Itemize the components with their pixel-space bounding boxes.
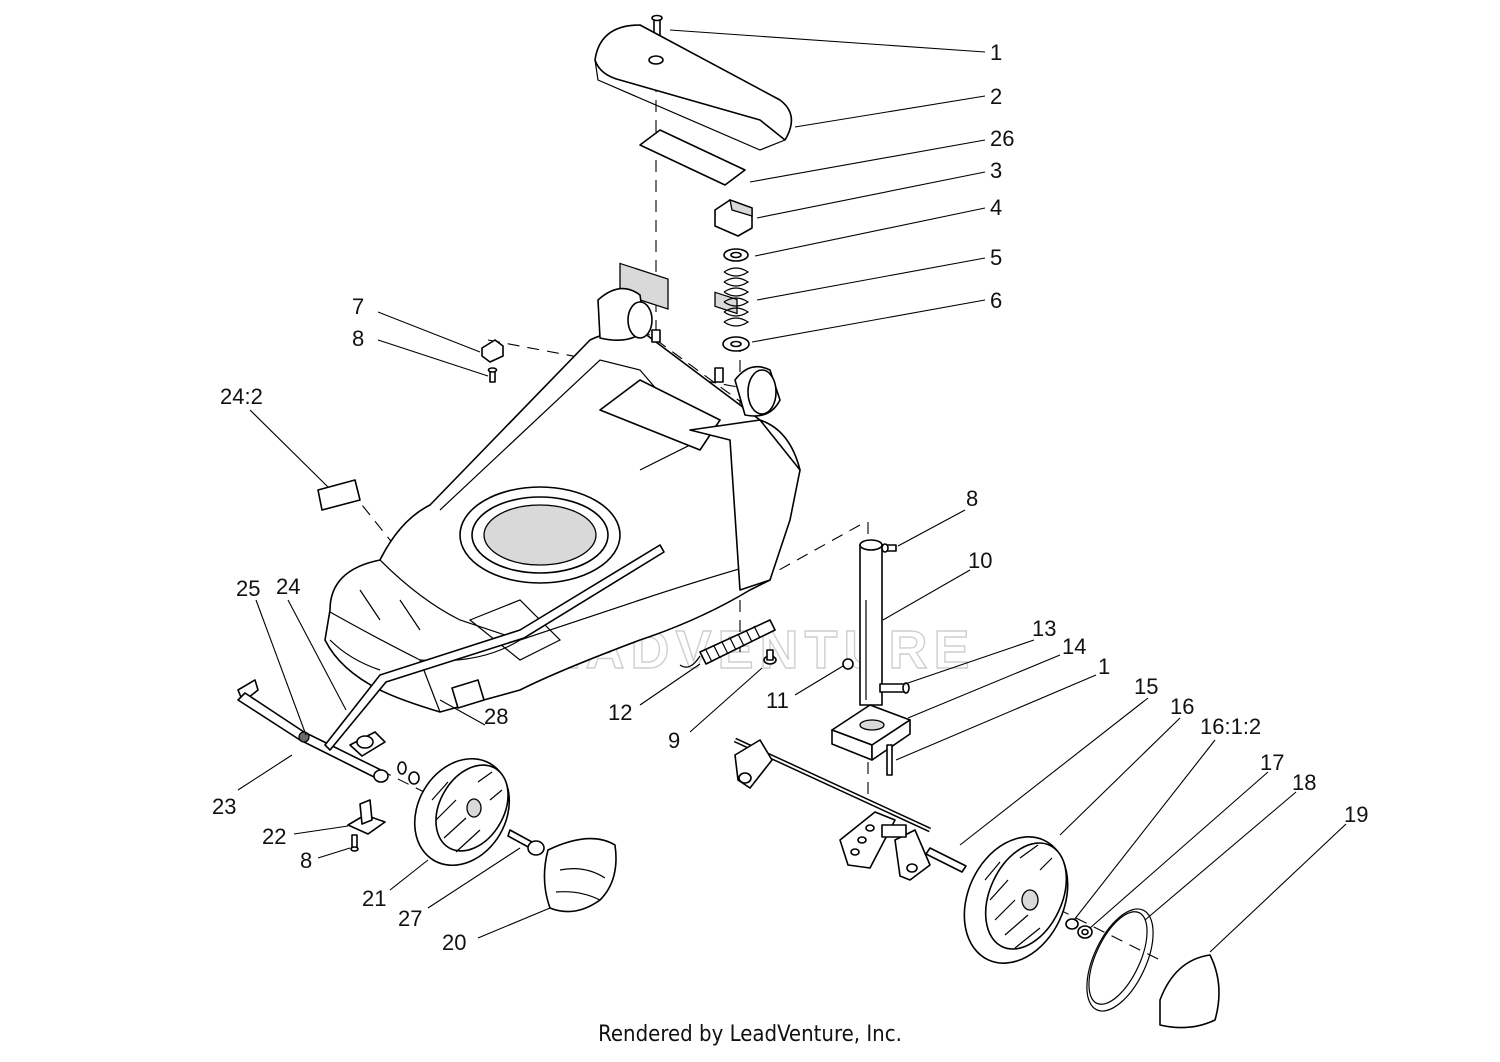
rear-pivot-left [597, 287, 661, 343]
hubcap-20 [543, 837, 617, 913]
nut-9 [763, 649, 777, 665]
bracket-14 [831, 704, 911, 761]
callout-18: 18 [1292, 770, 1316, 795]
decal-24-2 [317, 479, 361, 511]
bracket-7 [481, 339, 504, 363]
callout-17: 17 [1260, 750, 1284, 775]
callout-24-2: 24:2 [220, 384, 263, 409]
callout-23: 23 [212, 794, 236, 819]
rear-pivot-right [714, 365, 781, 417]
callout-5: 5 [990, 245, 1002, 270]
callout-20: 20 [442, 930, 466, 955]
callout-6: 6 [990, 288, 1002, 313]
bolt-13 [879, 682, 910, 694]
front-washers [397, 761, 420, 785]
callout-19: 19 [1344, 802, 1368, 827]
callout-13: 13 [1032, 616, 1056, 641]
callout-labels: 1 2 26 3 4 5 6 7 8 24:2 8 10 13 14 1 25 … [212, 40, 1368, 955]
callout-9: 9 [668, 728, 680, 753]
screw-8-mid [881, 543, 897, 553]
front-axle-23 [237, 679, 389, 783]
axle-bolt-15 [925, 847, 967, 873]
leader-lines [237, 29, 1347, 953]
footer-credit: Rendered by LeadVenture, Inc. [598, 1022, 902, 1047]
callout-3: 3 [990, 158, 1002, 183]
callout-14: 14 [1062, 634, 1086, 659]
axle-bolt-27 [507, 829, 545, 856]
post-10 [859, 539, 883, 706]
callout-15: 15 [1134, 674, 1158, 699]
callout-25: 25 [236, 576, 260, 601]
callout-1-lower: 1 [1098, 654, 1110, 679]
lever-rod-24 [324, 544, 665, 751]
callout-26: 26 [990, 126, 1014, 151]
washer-4 [723, 248, 749, 262]
hubcap-19 [1159, 954, 1220, 1029]
callout-16-1-2: 16:1:2 [1200, 714, 1261, 739]
callout-2: 2 [990, 84, 1002, 109]
mower-deck [324, 329, 801, 713]
callout-27: 27 [398, 906, 422, 931]
hubcap-18 [1086, 908, 1154, 1012]
callout-28: 28 [484, 704, 508, 729]
callout-24: 24 [276, 574, 300, 599]
nut-16-1-2 [1065, 918, 1079, 930]
callout-4: 4 [990, 195, 1002, 220]
decal-26 [639, 129, 746, 186]
callout-21: 21 [362, 886, 386, 911]
callout-16: 16 [1170, 694, 1194, 719]
callout-8-mid: 8 [966, 486, 978, 511]
front-wheel-21 [413, 757, 511, 867]
clip-28 [349, 731, 386, 757]
callout-7: 7 [352, 294, 364, 319]
callout-12: 12 [608, 700, 632, 725]
screw-1-lower [886, 744, 893, 776]
callout-11: 11 [766, 688, 789, 713]
screw-8-top [487, 367, 498, 383]
rear-wheel-16 [963, 836, 1069, 964]
bracket-22 [347, 799, 386, 835]
spring-5 [723, 267, 750, 327]
screw-8-lower [350, 834, 359, 852]
spacer-25 [298, 731, 310, 743]
washer-17 [1077, 925, 1093, 939]
callout-1: 1 [990, 40, 1002, 65]
callout-8-top: 8 [352, 326, 364, 351]
nut-11 [842, 658, 854, 670]
callout-10: 10 [968, 548, 992, 573]
spring-12 [679, 619, 776, 668]
knob-3 [714, 198, 753, 237]
washer-6 [722, 336, 750, 352]
callout-8-lower: 8 [300, 848, 312, 873]
callout-22: 22 [262, 824, 286, 849]
rear-axle [733, 737, 932, 881]
